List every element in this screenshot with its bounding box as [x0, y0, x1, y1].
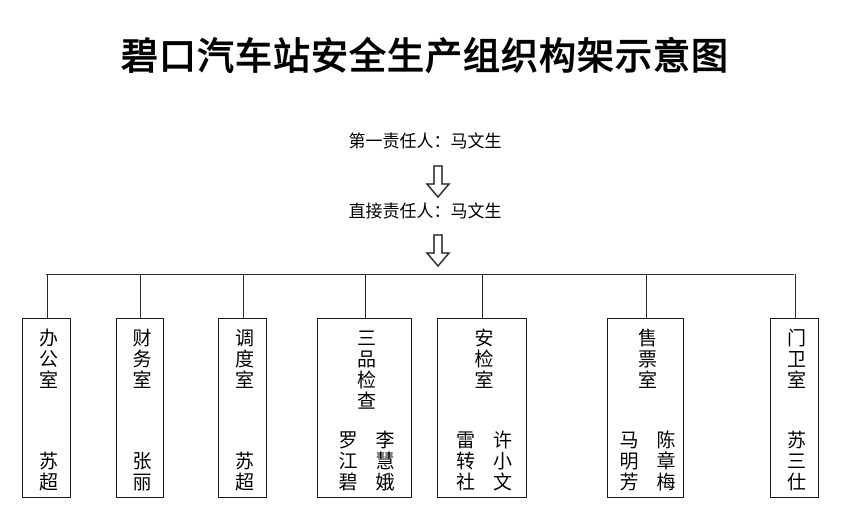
department-box-inner: 调度室苏超 — [219, 319, 266, 497]
department-box[interactable]: 门卫室苏三仕 — [770, 318, 819, 498]
staff-name: 马明芳 — [616, 430, 639, 493]
department-name: 财务室 — [129, 328, 152, 391]
staff-name: 陈章梅 — [653, 430, 676, 493]
department-name: 售票室 — [635, 328, 657, 391]
department-box[interactable]: 财务室张丽 — [116, 318, 164, 498]
staff-name: 罗江碧 — [335, 430, 358, 493]
department-name: 办公室 — [36, 328, 58, 391]
staff-name-list: 李慧娥罗江碧 — [335, 430, 395, 497]
staff-name: 苏超 — [232, 451, 254, 493]
staff-name-list: 张丽 — [129, 451, 152, 497]
connector-horizontal-bus — [46, 274, 794, 275]
primary-responsible-label: 第一责任人：马文生 — [348, 132, 502, 152]
connector-drop — [364, 274, 366, 318]
department-name: 门卫室 — [784, 328, 806, 391]
department-box-inner: 门卫室苏三仕 — [771, 319, 818, 497]
department-name: 调度室 — [232, 328, 254, 391]
department-box-inner: 办公室苏超 — [23, 319, 70, 497]
connector-drop — [242, 274, 244, 318]
department-box-inner: 安检室许小文雷转社 — [438, 319, 526, 497]
staff-name-list: 许小文雷转社 — [452, 430, 512, 497]
department-box-inner: 三品检查李慧娥罗江碧 — [318, 319, 411, 497]
staff-name-list: 苏超 — [231, 451, 254, 497]
connector-drop — [46, 274, 48, 318]
staff-name: 雷转社 — [453, 430, 475, 493]
down-arrow-icon — [425, 165, 451, 199]
down-arrow-icon — [425, 234, 451, 268]
connector-drop — [140, 274, 141, 318]
department-box-inner: 财务室张丽 — [117, 319, 163, 497]
staff-name: 张丽 — [129, 451, 152, 493]
connector-drop — [645, 274, 647, 318]
department-name: 安检室 — [471, 328, 494, 391]
department-box-inner: 售票室陈章梅马明芳 — [608, 319, 683, 497]
department-box[interactable]: 调度室苏超 — [218, 318, 267, 498]
department-box[interactable]: 售票室陈章梅马明芳 — [607, 318, 684, 498]
department-box[interactable]: 安检室许小文雷转社 — [437, 318, 527, 498]
connector-drop — [482, 274, 483, 318]
staff-name: 苏三仕 — [784, 430, 806, 493]
staff-name-list: 苏三仕 — [783, 430, 806, 497]
staff-name: 苏超 — [36, 451, 58, 493]
staff-name-list: 苏超 — [35, 451, 58, 497]
department-box[interactable]: 三品检查李慧娥罗江碧 — [317, 318, 412, 498]
department-box[interactable]: 办公室苏超 — [22, 318, 71, 498]
direct-responsible-label: 直接责任人：马文生 — [348, 202, 502, 222]
page-title: 碧口汽车站安全生产组织构架示意图 — [121, 35, 729, 78]
connector-drop — [794, 274, 796, 318]
staff-name: 许小文 — [490, 430, 512, 493]
staff-name-list: 陈章梅马明芳 — [616, 430, 676, 497]
staff-name: 李慧娥 — [372, 430, 395, 493]
department-name: 三品检查 — [354, 328, 376, 412]
